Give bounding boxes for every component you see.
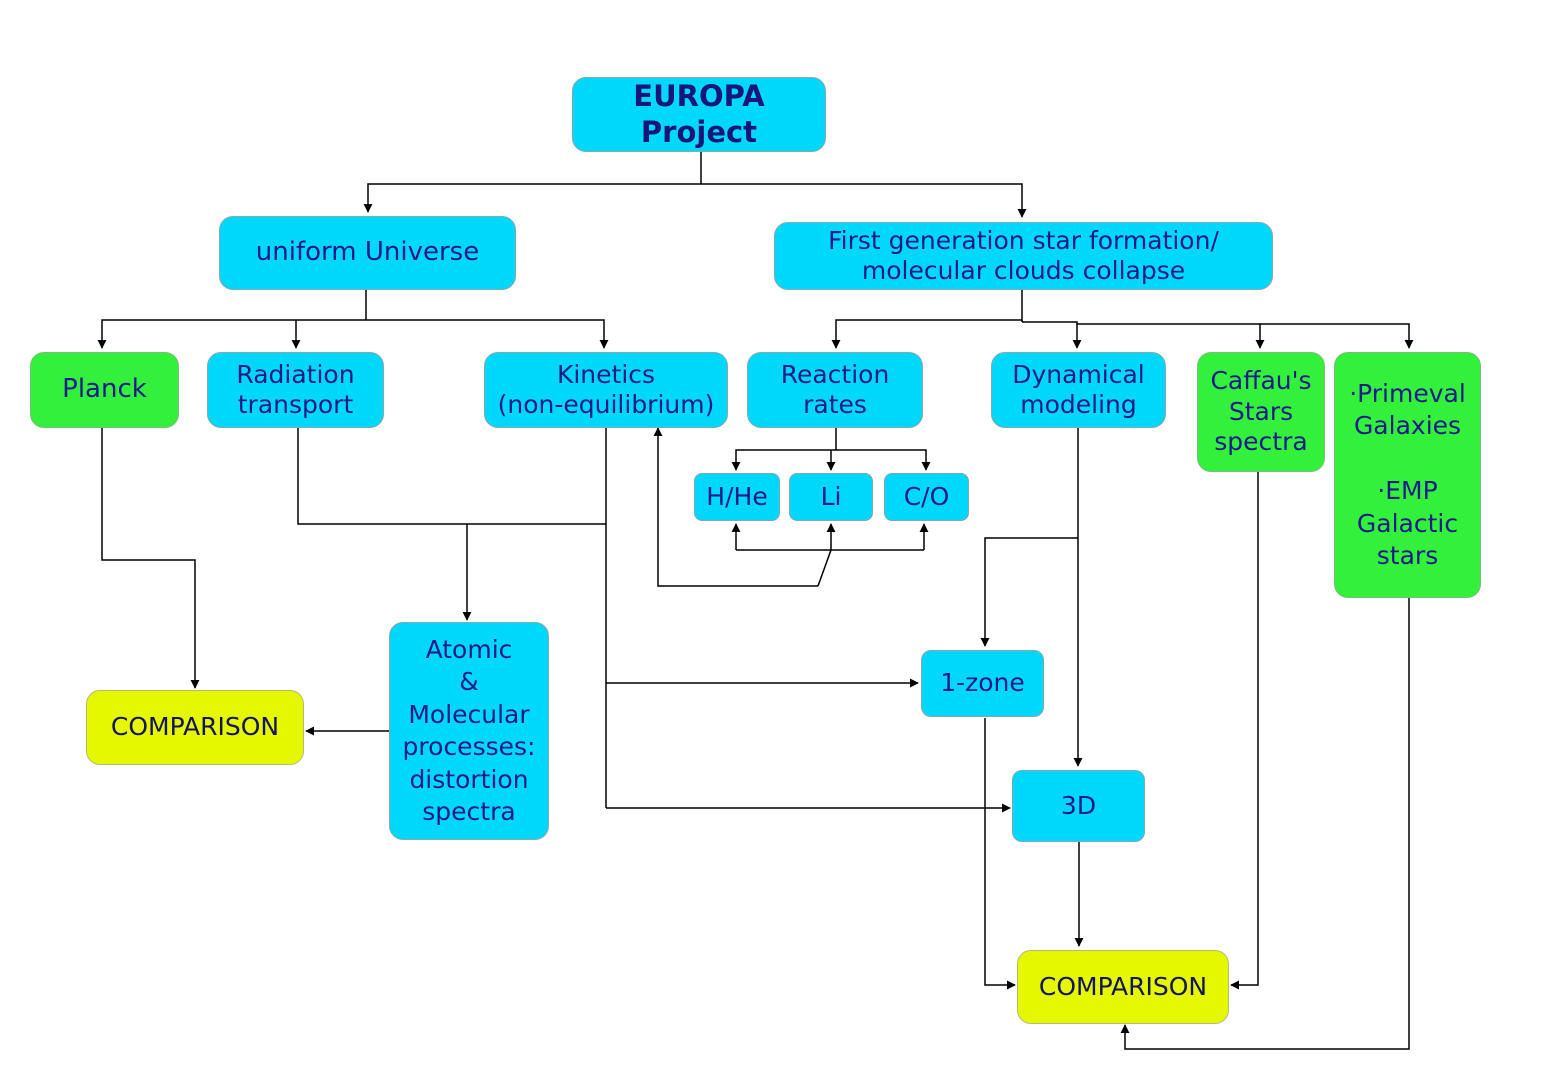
node-h-he-label: H/He [706,481,768,511]
connector-primeval-to-comparison [1120,598,1410,1050]
node-first-generation: First generation star formation/ molecul… [774,222,1273,290]
node-comparison-left-label: COMPARISON [110,712,280,742]
node-3d: 3D [1012,770,1145,842]
node-caffau-stars-label: Caffau's Stars spectra [1210,366,1312,457]
node-comparison-left: COMPARISON [86,690,304,765]
node-dynamical-modeling: Dynamical modeling [991,352,1166,428]
node-primeval-emp: ·Primeval Galaxies ·EMP Galactic stars [1334,352,1481,598]
connector-uniform-to-kinetics [366,319,609,349]
node-radiation-transport-label: Radiation transport [236,359,355,420]
node-atomic-molecular-label: Atomic & Molecular processes: distortion… [402,634,536,827]
connector-dynamical-to-onezone [980,537,1078,647]
node-c-o: C/O [884,473,969,521]
connector-firstgen-to-caffau [1077,323,1265,349]
connector-europa-to-firstgen [701,183,1027,218]
node-one-zone-label: 1-zone [940,668,1025,698]
connector-firstgen-to-dynamical [1022,321,1082,349]
node-one-zone: 1-zone [921,650,1044,717]
connector-caffau-to-comparison [1230,472,1259,990]
node-uniform-universe: uniform Universe [219,216,516,290]
node-comparison-right: COMPARISON [1017,950,1229,1024]
node-h-he: H/He [694,473,780,521]
node-kinetics: Kinetics (non-equilibrium) [484,352,728,428]
node-planck: Planck [30,352,179,428]
connector-firstgen-to-reaction [831,319,1022,349]
connector-europa-to-uniform [363,183,701,213]
node-first-generation-label: First generation star formation/ molecul… [828,225,1219,286]
node-uniform-universe-label: uniform Universe [255,237,480,268]
node-c-o-label: C/O [903,481,950,511]
node-li: Li [789,473,873,521]
connector-radiation-down [297,428,606,525]
node-3d-label: 3D [1060,790,1097,820]
node-radiation-transport: Radiation transport [207,352,384,428]
node-caffau-stars: Caffau's Stars spectra [1197,352,1325,472]
node-li-label: Li [820,481,842,511]
node-comparison-right-label: COMPARISON [1038,971,1208,1001]
connector-reaction-to-hhe [731,449,836,471]
node-europa-project-label: EUROPA Project [633,79,765,149]
node-europa-project: EUROPA Project [572,77,826,152]
connector-species-to-kinetics [653,427,818,587]
connector-reaction-to-co [836,449,931,471]
node-primeval-emp-label: ·Primeval Galaxies ·EMP Galactic stars [1349,378,1466,571]
connector-planck-to-comparison [101,428,200,689]
connector-firstgen-to-primeval [1260,323,1414,349]
node-atomic-molecular: Atomic & Molecular processes: distortion… [389,622,549,840]
node-dynamical-modeling-label: Dynamical modeling [1012,359,1145,420]
node-kinetics-label: Kinetics (non-equilibrium) [497,359,715,420]
connector-onezone-to-comparison [984,718,1016,990]
node-reaction-rates-label: Reaction rates [780,359,890,420]
node-planck-label: Planck [62,374,147,405]
connector-species-to-li [817,523,836,587]
node-reaction-rates: Reaction rates [747,352,923,428]
connector-uniform-to-planck [97,319,366,349]
